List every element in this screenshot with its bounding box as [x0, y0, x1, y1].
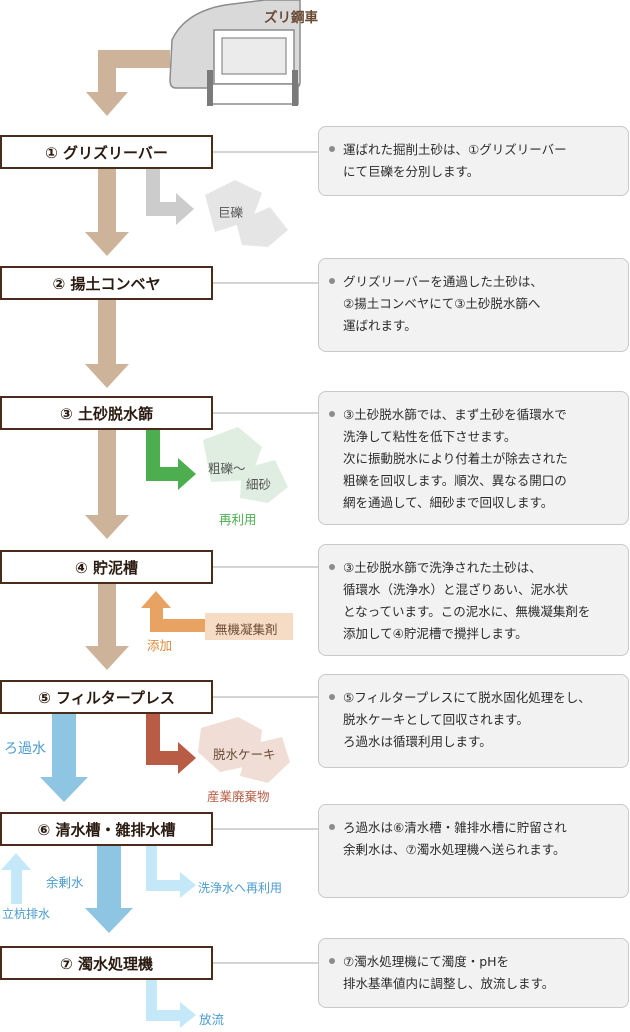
arrow-1-to-2	[85, 168, 129, 256]
description-line: 余剰水は、⑦濁水処理機へ送られます。	[343, 842, 566, 857]
arrow-wash-reuse	[146, 846, 196, 898]
coagulant-label: 無機凝集剤	[215, 622, 278, 637]
waste-label: 産業廃棄物	[207, 789, 270, 804]
description-line: 網を通過して、細砂まで回収します。	[343, 495, 554, 510]
bullet-icon	[329, 824, 335, 830]
arrow-3-to-4	[85, 430, 129, 539]
description-line: となっています。この泥水に、無機凝集剤を	[343, 604, 591, 619]
description-line: ろ過水は循環利用します。	[343, 734, 492, 749]
dump-truck-illustration	[169, 0, 301, 106]
description-line: ③土砂脱水篩で洗浄された土砂は、	[343, 560, 542, 575]
description-7: ⑦濁水処理機にて濁度・pHを 排水基準値内に調整し、放流します。	[318, 938, 629, 1008]
wash-reuse-label: 洗浄水へ再利用	[198, 881, 283, 895]
main-flow-arrows	[85, 50, 170, 670]
standpipe-label: 立杭排水	[2, 907, 51, 921]
arrow-standpipe	[1, 853, 31, 904]
arrow-coagulant-up	[141, 591, 171, 632]
step-dewatering-screen: ③ 土砂脱水篩	[0, 396, 213, 430]
arrow-4-to-5	[85, 584, 129, 670]
description-line: ⑤フィルタープレスにて脱水固化処理をし、	[343, 690, 591, 705]
coagulant-box	[205, 613, 293, 640]
bullet-icon	[329, 958, 335, 964]
bullet-icon	[329, 564, 335, 570]
arrow-discharge	[146, 980, 196, 1028]
description-line: ③土砂脱水篩では、まず土砂を循環水で	[343, 407, 567, 422]
arrow-gravel	[146, 430, 196, 490]
gravel-label-2: 細砂	[246, 477, 272, 492]
cake-shape-2	[240, 737, 290, 783]
description-line: 運ばれた掘削土砂は、①グリズリーバー	[343, 142, 567, 157]
discharge-label: 放流	[199, 1012, 225, 1027]
description-4: ③土砂脱水篩で洗浄された土砂は、 循環水（洗浄水）と混ざりあい、泥水状 となって…	[318, 544, 629, 656]
bullet-icon	[329, 694, 335, 700]
surplus-label: 余剰水	[46, 875, 84, 890]
arrow-2-to-3	[85, 300, 129, 388]
branch-arrows	[141, 168, 205, 774]
arrow-surplus	[85, 846, 133, 933]
cake-label: 脱水ケーキ	[213, 747, 276, 762]
description-line: にて巨礫を分別します。	[343, 164, 480, 179]
step-clear-water-tank: ⑥ 清水槽・雑排水槽	[0, 812, 213, 846]
gravel-shape-2	[240, 460, 288, 503]
bullet-icon	[329, 278, 335, 284]
description-line: 運ばれます。	[343, 318, 417, 333]
addition-label: 添加	[147, 638, 173, 653]
arrow-boulder	[146, 168, 194, 225]
arrow-coagulant-line	[150, 619, 205, 632]
description-line: 脱水ケーキとして回収されます。	[343, 712, 529, 727]
description-line: 排水基準値内に調整し、放流します。	[343, 976, 555, 991]
arrow-cake	[146, 714, 196, 774]
description-3: ③土砂脱水篩では、まず土砂を循環水で 洗浄して粘性を低下させます。 次に振動脱水…	[318, 391, 629, 525]
description-2: グリズリーバーを通過した土砂は、 ②揚土コンベヤにて③土砂脱水篩へ 運ばれます。	[318, 258, 629, 352]
step-sludge-tank: ④ 貯泥槽	[0, 550, 213, 584]
boulder-shape-2	[236, 207, 288, 247]
description-line: 次に振動脱水により付着土が除去された	[343, 451, 568, 466]
description-line: ②揚土コンベヤにて③土砂脱水篩へ	[343, 296, 541, 311]
arrow-truck-to-grizzly	[86, 50, 170, 116]
filtrate-label: ろ過水	[4, 741, 46, 757]
connector-lines	[213, 151, 332, 964]
description-line: 粗礫を回収します。順次、異なる開口の	[343, 473, 567, 488]
truck-label: ズリ鋼車	[264, 10, 318, 26]
description-line: 添加して④貯泥槽で攪拌します。	[343, 626, 528, 641]
description-line: 洗浄して粘性を低下させます。	[343, 429, 517, 444]
description-6: ろ過水は⑥清水槽・雑排水槽に貯留され 余剰水は、⑦濁水処理機へ送られます。	[318, 804, 629, 898]
description-1: 運ばれた掘削土砂は、①グリズリーバー にて巨礫を分別します。	[318, 126, 629, 196]
description-line: 循環水（洗浄水）と混ざりあい、泥水状	[343, 582, 569, 597]
gravel-label-1: 粗礫～	[208, 461, 246, 476]
description-line: ⑦濁水処理機にて濁度・pHを	[343, 954, 510, 969]
boulder-label: 巨礫	[218, 205, 244, 220]
step-turbid-water-treatment: ⑦ 濁水処理機	[0, 946, 213, 980]
bullet-icon	[329, 411, 335, 417]
description-5: ⑤フィルタープレスにて脱水固化処理をし、 脱水ケーキとして回収されます。 ろ過水…	[318, 674, 629, 768]
step-lift-conveyor: ② 揚土コンベヤ	[0, 266, 213, 300]
step-grizzly-bar: ① グリズリーバー	[0, 135, 213, 169]
description-line: グリズリーバーを通過した土砂は、	[343, 274, 543, 289]
reuse-label: 再利用	[219, 512, 257, 527]
water-flow-arrows	[1, 714, 196, 1028]
arrow-filtrate	[40, 714, 88, 802]
step-filter-press: ⑤ フィルタープレス	[0, 680, 213, 714]
bullet-icon	[329, 146, 335, 152]
description-line: ろ過水は⑥清水槽・雑排水槽に貯留され	[343, 820, 567, 835]
material-shapes	[198, 180, 293, 783]
